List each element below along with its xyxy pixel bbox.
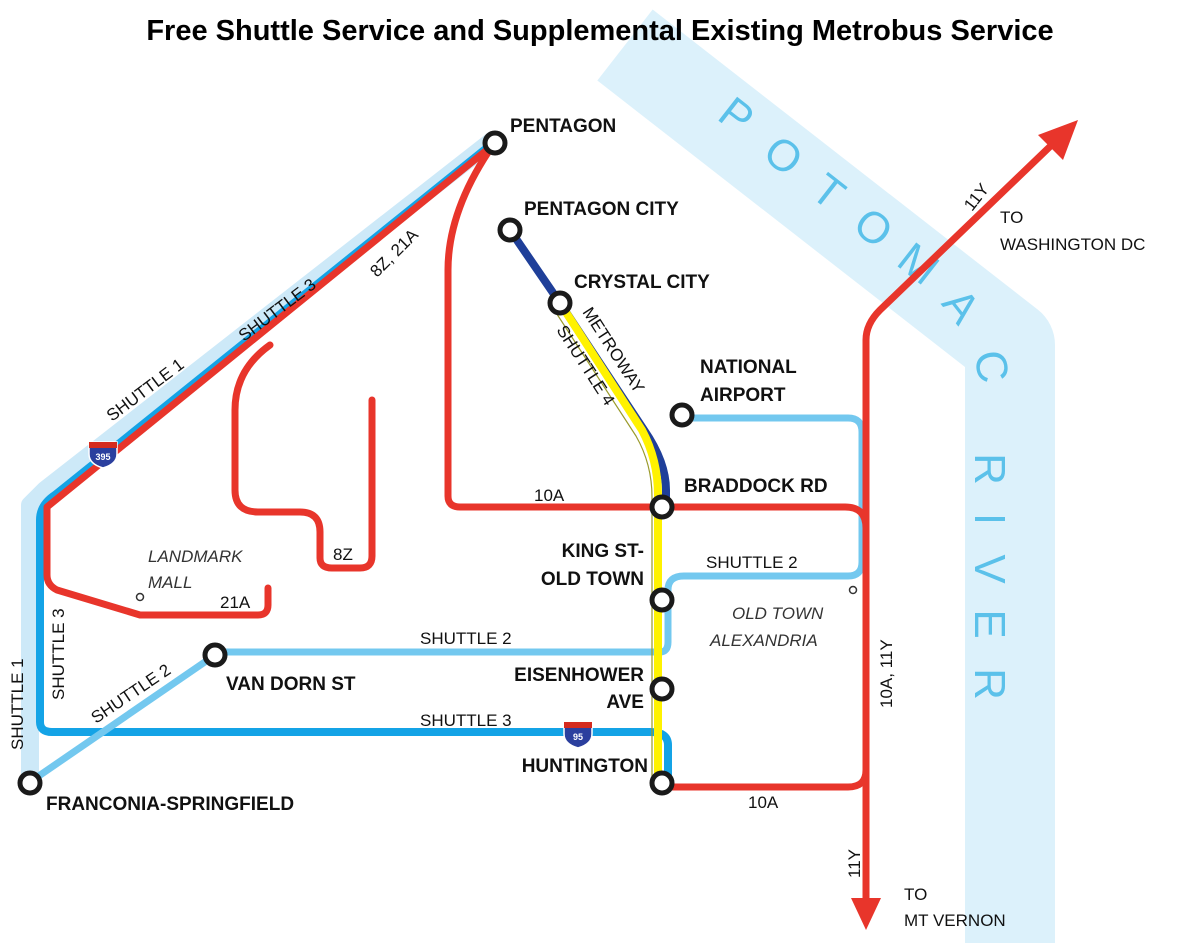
station-label-eisenhower-2: AVE [606,692,644,713]
route-label-shuttle-3-horiz: SHUTTLE 3 [420,711,512,730]
station-pentagon-city-marker[interactable] [497,217,523,243]
svg-text:E: E [965,609,1014,640]
station-label-crystal-city: CRYSTAL CITY [574,272,710,293]
svg-text:R: R [965,668,1014,702]
arrow-to-washington [1038,120,1078,160]
svg-text:C: C [964,347,1018,389]
route-label-shuttle-2-horiz: SHUTTLE 2 [420,629,512,648]
i95-shield-icon: 95 [563,721,593,749]
route-8z-21a [43,141,497,619]
station-label-king-st-1: KING ST- [562,541,644,562]
dest-washington: WASHINGTON DC [1000,235,1145,254]
route-label-11y-bottom: 11Y [845,849,864,878]
route-label-shuttle-3-diag: SHUTTLE 3 [235,275,320,345]
station-label-national-1: NATIONAL [700,357,797,378]
station-label-eisenhower-1: EISENHOWER [514,665,644,686]
route-label-8z: 8Z [333,545,353,564]
station-label-pentagon: PENTAGON [510,116,616,137]
dest-to-washington-1: TO [1000,208,1023,227]
station-label-huntington: HUNTINGTON [522,756,648,777]
route-11y [862,131,1066,909]
route-label-shuttle-2-right: SHUTTLE 2 [706,553,798,572]
dest-to-mt-vernon-1: TO [904,885,927,904]
station-pentagon-marker[interactable] [482,130,508,156]
dest-mt-vernon: MT VERNON [904,911,1006,930]
station-crystal-city-marker[interactable] [547,290,573,316]
station-label-braddock: BRADDOCK RD [684,476,828,497]
i395-shield-icon: 395 [88,441,118,469]
map-title: Free Shuttle Service and Supplemental Ex… [146,15,1053,47]
station-eisenhower-marker[interactable] [649,676,675,702]
old-town-marker [848,585,858,595]
potomac-river [597,9,1055,943]
station-label-king-st-2: OLD TOWN [541,569,644,590]
route-8z-loop [231,341,376,572]
station-markers [17,130,695,796]
arrow-to-mt-vernon [851,898,881,930]
station-label-pentagon-city: PENTAGON CITY [524,199,679,220]
landmark-mall-marker [135,592,145,602]
shuttle-2-route [26,651,219,786]
station-braddock-rd-marker[interactable] [649,494,675,520]
route-label-21a: 21A [220,593,251,612]
i395-label: 395 [95,452,110,462]
shuttle-4-route [556,300,662,785]
station-label-franconia: FRANCONIA-SPRINGFIELD [46,794,294,815]
route-label-10a-11y: 10A, 11Y [877,639,896,708]
station-van-dorn-marker[interactable] [202,642,228,668]
place-label-old-town-2: ALEXANDRIA [709,631,818,650]
route-label-10a-top: 10A [534,486,565,505]
place-label-old-town-1: OLD TOWN [732,604,824,623]
place-label-landmark-1: LANDMARK [148,547,243,566]
station-national-airport-marker[interactable] [669,402,695,428]
station-king-st-marker[interactable] [649,587,675,613]
svg-text:V: V [965,554,1014,585]
station-label-van-dorn: VAN DORN ST [226,674,356,695]
station-huntington-marker[interactable] [649,770,675,796]
shuttle-4-edge [552,307,653,785]
shuttle-2-route-main [211,414,866,656]
station-franconia-marker[interactable] [17,770,43,796]
place-label-landmark-2: MALL [148,573,192,592]
i95-label: 95 [573,732,583,742]
route-label-shuttle-1-vert: SHUTTLE 1 [8,658,27,750]
svg-text:R: R [965,453,1014,487]
station-label-national-2: AIRPORT [700,385,786,406]
route-label-shuttle-3-vert: SHUTTLE 3 [49,608,68,700]
shuttle-1-route [21,131,502,789]
svg-text:I: I [965,513,1014,527]
place-markers [135,585,858,602]
route-label-10a-bottom: 10A [748,793,779,812]
